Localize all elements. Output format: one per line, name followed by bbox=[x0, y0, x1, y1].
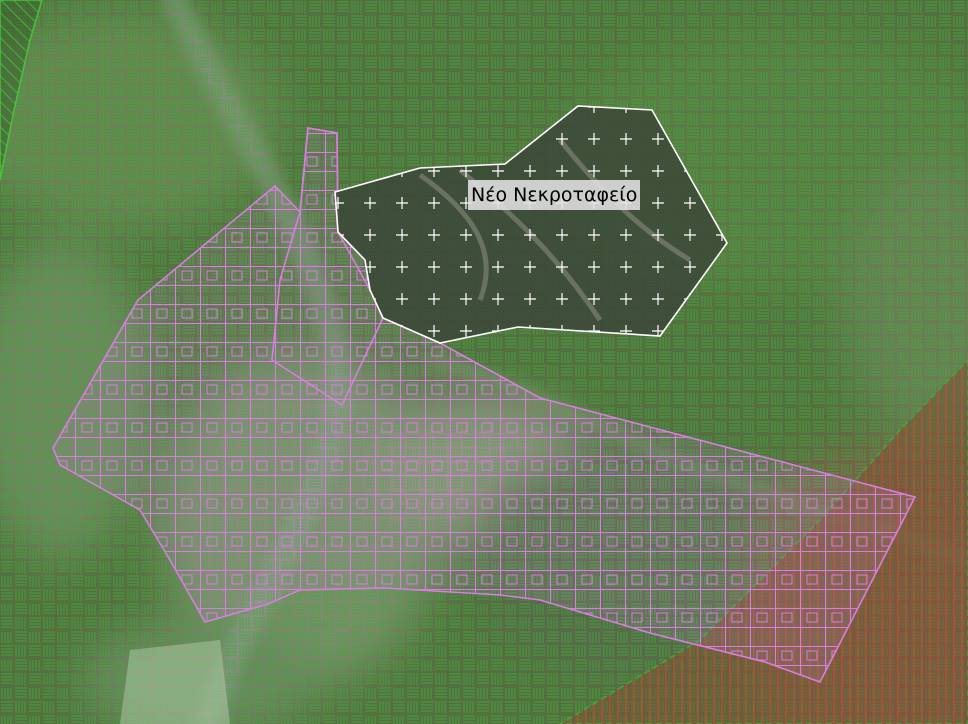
cemetery-label: Νέο Νεκροταφείο bbox=[468, 180, 641, 210]
cemetery-zone[interactable] bbox=[334, 105, 728, 344]
left-strip-zone[interactable] bbox=[0, 0, 43, 181]
meadow-patch bbox=[120, 640, 230, 724]
